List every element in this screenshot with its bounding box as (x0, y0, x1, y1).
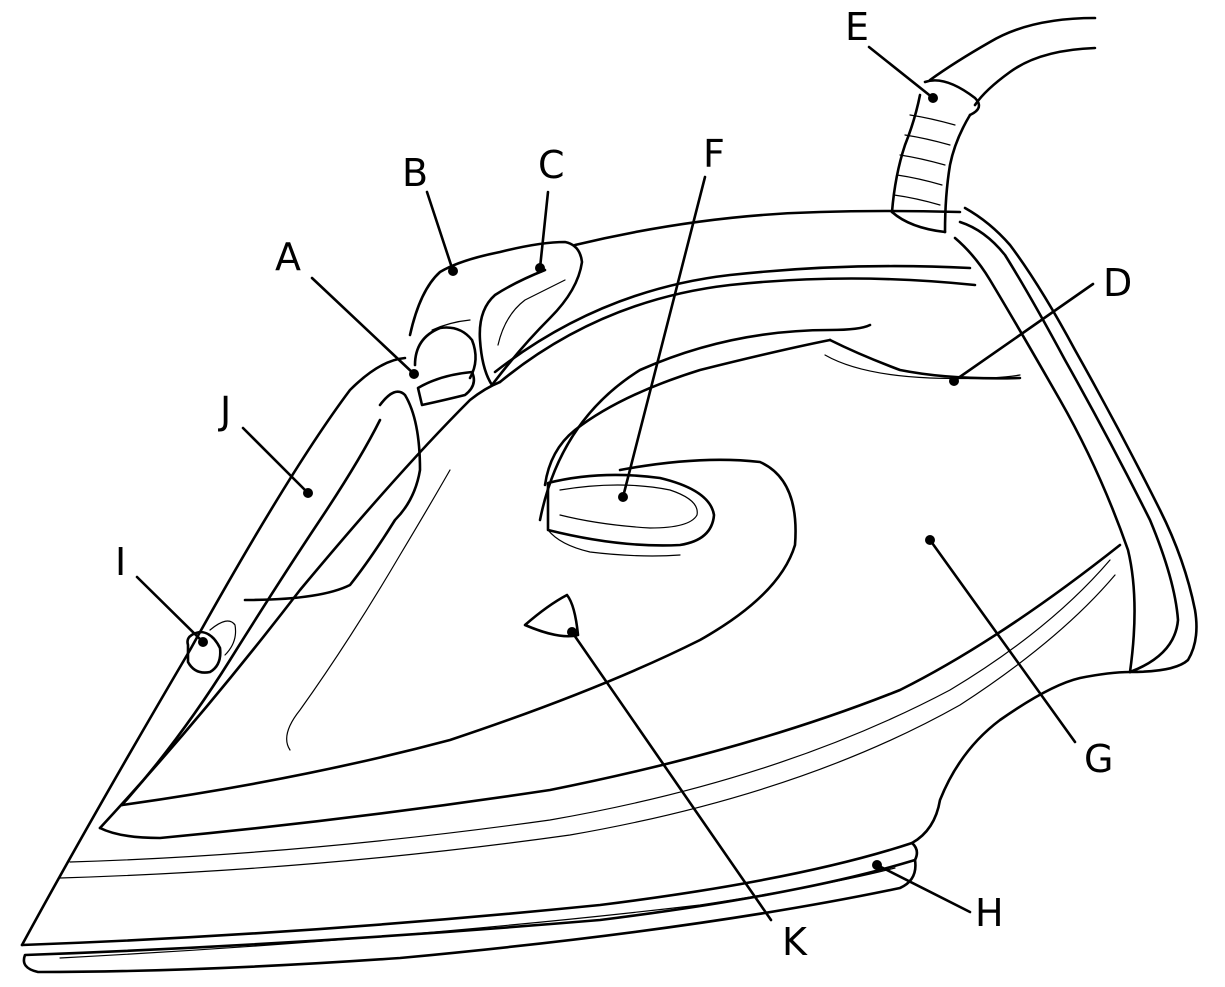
dot-G (925, 535, 935, 545)
dot-C (535, 263, 545, 273)
water-tank-window (243, 390, 451, 751)
spray-and-steam-buttons (408, 240, 584, 387)
label-G: G (1084, 737, 1113, 781)
label-B: B (402, 151, 428, 195)
dot-E (928, 93, 938, 103)
dot-A (409, 369, 419, 379)
label-C: C (538, 143, 565, 187)
dot-J (303, 488, 313, 498)
dot-K (567, 627, 577, 637)
label-I: I (115, 540, 126, 584)
steam-dial (546, 473, 716, 557)
label-E: E (845, 5, 869, 49)
dot-H (872, 860, 882, 870)
leader-G (928, 538, 1077, 744)
callout-leaders (135, 45, 1095, 922)
dot-B (448, 266, 458, 276)
spray-trigger (413, 326, 477, 407)
leader-C (538, 190, 550, 270)
dot-D (949, 376, 959, 386)
callout-labels: A B C D E F G H I J K (115, 5, 1132, 964)
label-F: F (703, 132, 725, 176)
leader-K (570, 630, 773, 922)
leader-J (241, 426, 310, 495)
dot-I (198, 637, 208, 647)
label-K: K (782, 920, 808, 964)
leader-A (310, 276, 416, 376)
label-A: A (275, 235, 301, 279)
leader-B (425, 190, 455, 273)
label-J: J (218, 389, 231, 433)
indicator-light (523, 593, 580, 638)
iron-body (20, 206, 1198, 947)
label-H: H (975, 891, 1004, 935)
leader-D (952, 282, 1095, 383)
leader-I (135, 575, 205, 644)
label-D: D (1103, 261, 1132, 305)
leader-E (867, 45, 935, 100)
iron-illustration (20, 16, 1198, 974)
dot-F (618, 492, 628, 502)
leader-F (621, 175, 707, 499)
leader-H (875, 863, 972, 914)
steam-control-area (538, 323, 1022, 522)
power-cord (890, 16, 1097, 234)
